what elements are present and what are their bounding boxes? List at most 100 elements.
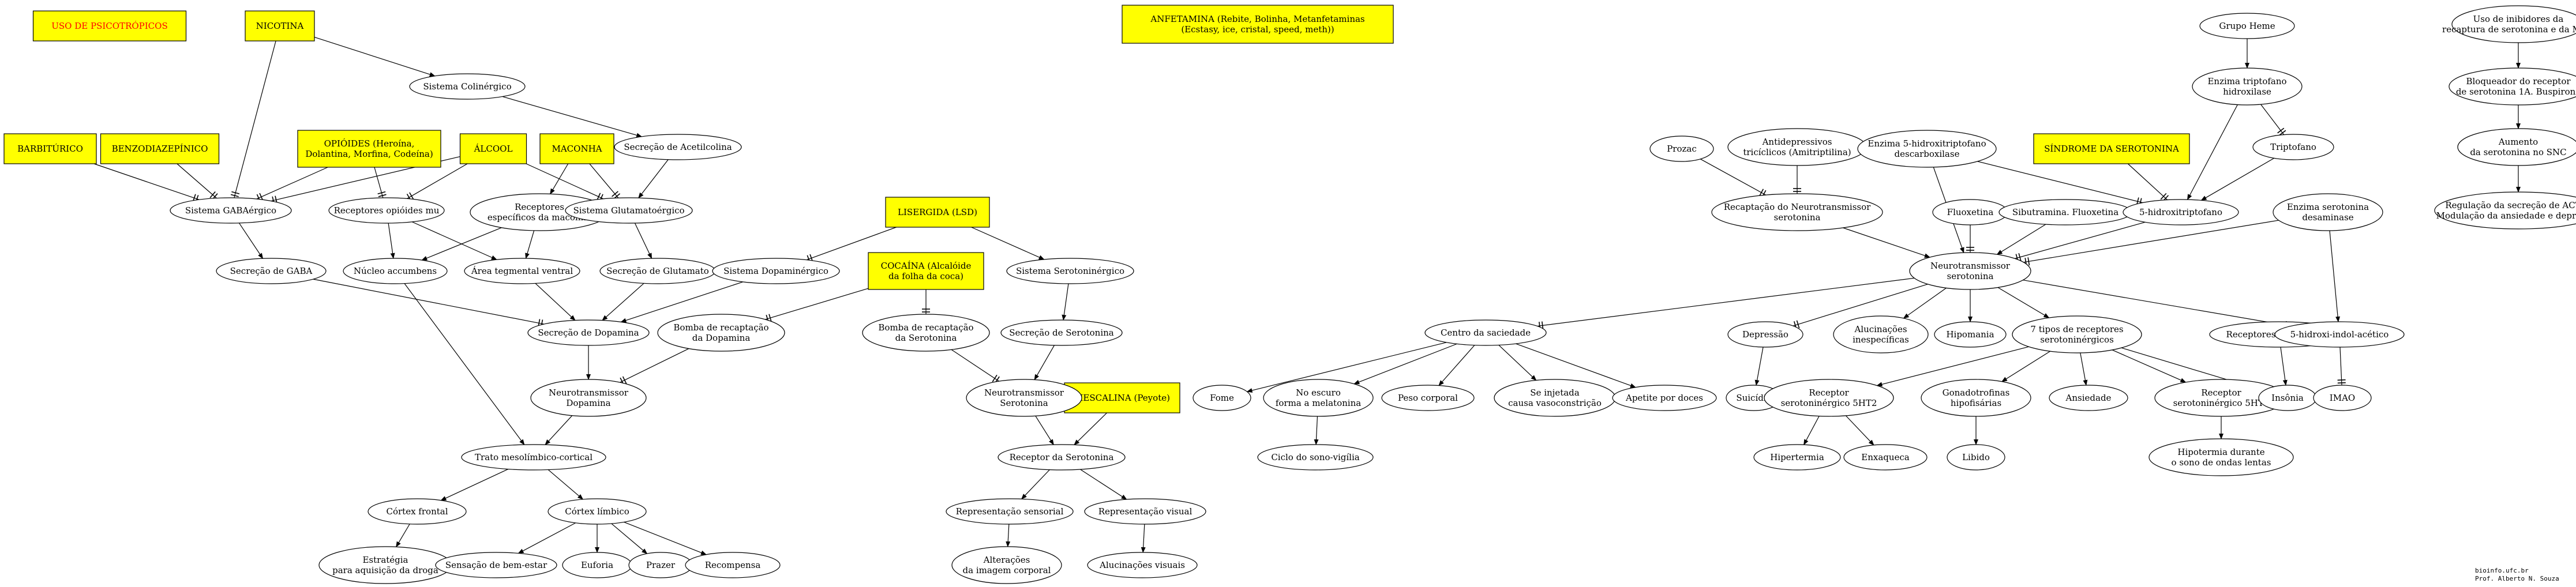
node-imao[interactable]: IMAO (2313, 385, 2372, 411)
node-recompensa[interactable]: Recompensa (685, 552, 781, 578)
box-sindrome[interactable]: SÍNDROME DA SEROTONINA (2033, 133, 2190, 164)
node-regulacao[interactable]: Regulação da secreção de ACTH.Modulação … (2434, 191, 2576, 229)
node-label: hipofisárias (1951, 398, 2001, 408)
node-label: Enzima serotonina (2287, 202, 2369, 212)
node-rep_visual[interactable]: Representação visual (1084, 498, 1206, 525)
node-saciedade[interactable]: Centro da saciedade (1424, 319, 1547, 346)
box-nicotina[interactable]: NICOTINA (245, 10, 315, 42)
inhibit-mark (1758, 189, 1764, 197)
box-anfetamina[interactable]: ANFETAMINA (Rebite, Bolinha, Metanfetami… (1122, 5, 1394, 44)
box-opioides[interactable]: OPIÓIDES (Heroína,Dolantina, Morfina, Co… (297, 130, 441, 168)
box-psico[interactable]: USO DE PSICOTRÓPICOS (32, 10, 187, 42)
node-depressao[interactable]: Depressão (1727, 321, 1803, 348)
edge-enzima_5h-hidroxi (1977, 161, 2143, 204)
node-euforia[interactable]: Euforia (562, 552, 632, 578)
node-fome[interactable]: Fome (1193, 385, 1251, 411)
node-cortex_frontal[interactable]: Córtex frontal (368, 498, 467, 525)
node-label: 7 tipos de receptores (2030, 324, 2123, 334)
node-grupo_heme[interactable]: Grupo Heme (2199, 13, 2295, 39)
node-sec_glut[interactable]: Secreção de Glutamato (599, 258, 716, 284)
node-hidroxi_indol[interactable]: 5-hidroxi-indol-acético (2274, 321, 2405, 348)
node-enxaqueca[interactable]: Enxaqueca (1843, 444, 1928, 471)
node-label: tricíclicos (Amitriptilina) (1743, 147, 1851, 157)
inhibit-mark (622, 376, 627, 384)
node-cortex_limbico[interactable]: Córtex límbico (548, 498, 647, 525)
node-triptofano[interactable]: Triptofano (2252, 134, 2334, 160)
node-gaba[interactable]: Sistema GABAérgico (170, 197, 292, 224)
node-receptor_sero[interactable]: Receptor da Serotonina (998, 444, 1126, 471)
node-accumbens[interactable]: Núcleo accumbens (343, 258, 448, 284)
node-prazer[interactable]: Prazer (628, 552, 693, 578)
box-mescalina[interactable]: MESCALINA (Peyote) (1064, 382, 1180, 413)
node-alucin_visuais[interactable]: Alucinações visuais (1087, 552, 1198, 578)
node-fluoxetina[interactable]: Fluoxetina (1932, 199, 2008, 225)
node-glutamaterg[interactable]: Sistema Glutamatoérgico (565, 197, 693, 224)
node-dopaminerg[interactable]: Sistema Dopaminérgico (712, 258, 840, 284)
node-label: Recaptação do Neurotransmissor (1724, 202, 1871, 212)
node-sec_sero[interactable]: Secreção de Serotonina (1000, 319, 1123, 346)
node-hipomania[interactable]: Hipomania (1934, 321, 2007, 348)
node-bem_estar[interactable]: Sensação de bem-estar (435, 552, 557, 578)
node-libido[interactable]: Libido (1947, 444, 2005, 471)
node-tegmental[interactable]: Área tegmental ventral (464, 258, 580, 284)
box-maconha[interactable]: MACONHA (539, 133, 614, 164)
edge-sete_tipos-gonado (2001, 351, 2050, 382)
node-trato[interactable]: Trato mesolímbico-cortical (461, 444, 606, 471)
node-insonia[interactable]: Insônia (2258, 385, 2317, 411)
node-sibutramina[interactable]: Sibutramina. Fluoxetina (1998, 199, 2132, 225)
node-serotoninerg[interactable]: Sistema Serotoninérgico (1006, 258, 1134, 284)
node-label: Secreção de Acetilcolina (624, 142, 732, 152)
inhibit-mark (378, 194, 387, 197)
node-label: OPIÓIDES (Heroína, (324, 138, 415, 149)
inhibit-mark (2337, 379, 2346, 381)
inhibit-mark (231, 191, 240, 194)
node-label: Secreção de GABA (230, 266, 313, 276)
node-sec_dopa[interactable]: Secreção de Dopamina (527, 319, 650, 346)
node-ansiedade[interactable]: Ansiedade (2049, 385, 2128, 411)
node-hidroxi[interactable]: 5-hidroxitriptofano (2123, 199, 2239, 225)
node-sono_vigilia[interactable]: Ciclo do sono-vigília (1257, 444, 1374, 471)
node-sec_gaba[interactable]: Secreção de GABA (216, 258, 327, 284)
node-label: Antidepressivos (1762, 137, 1832, 147)
box-barbiturico[interactable]: BARBITÚRICO (3, 133, 97, 164)
box-benzo[interactable]: BENZODIAZEPÍNICO (100, 133, 220, 164)
edge-colinergico-acetilcolina (502, 96, 643, 138)
node-shape (1909, 252, 2031, 290)
node-prozac[interactable]: Prozac (1649, 136, 1714, 162)
node-hipertermia[interactable]: Hipertermia (1753, 444, 1841, 471)
node-rep_sensorial[interactable]: Representação sensorial (946, 498, 1074, 525)
node-apetite[interactable]: Apetite por doces (1612, 385, 1717, 411)
node-opioides_mu[interactable]: Receptores opióides mu (328, 197, 445, 224)
node-label: Secreção de Dopamina (538, 328, 639, 338)
node-colinergico[interactable]: Sistema Colinérgico (409, 73, 526, 100)
box-alcool[interactable]: ÁLCOOL (459, 133, 527, 164)
box-lsd[interactable]: LISERGIDA (LSD) (885, 197, 990, 228)
node-acetilcolina[interactable]: Secreção de Acetilcolina (614, 134, 742, 160)
node-peso[interactable]: Peso corporal (1381, 385, 1475, 411)
